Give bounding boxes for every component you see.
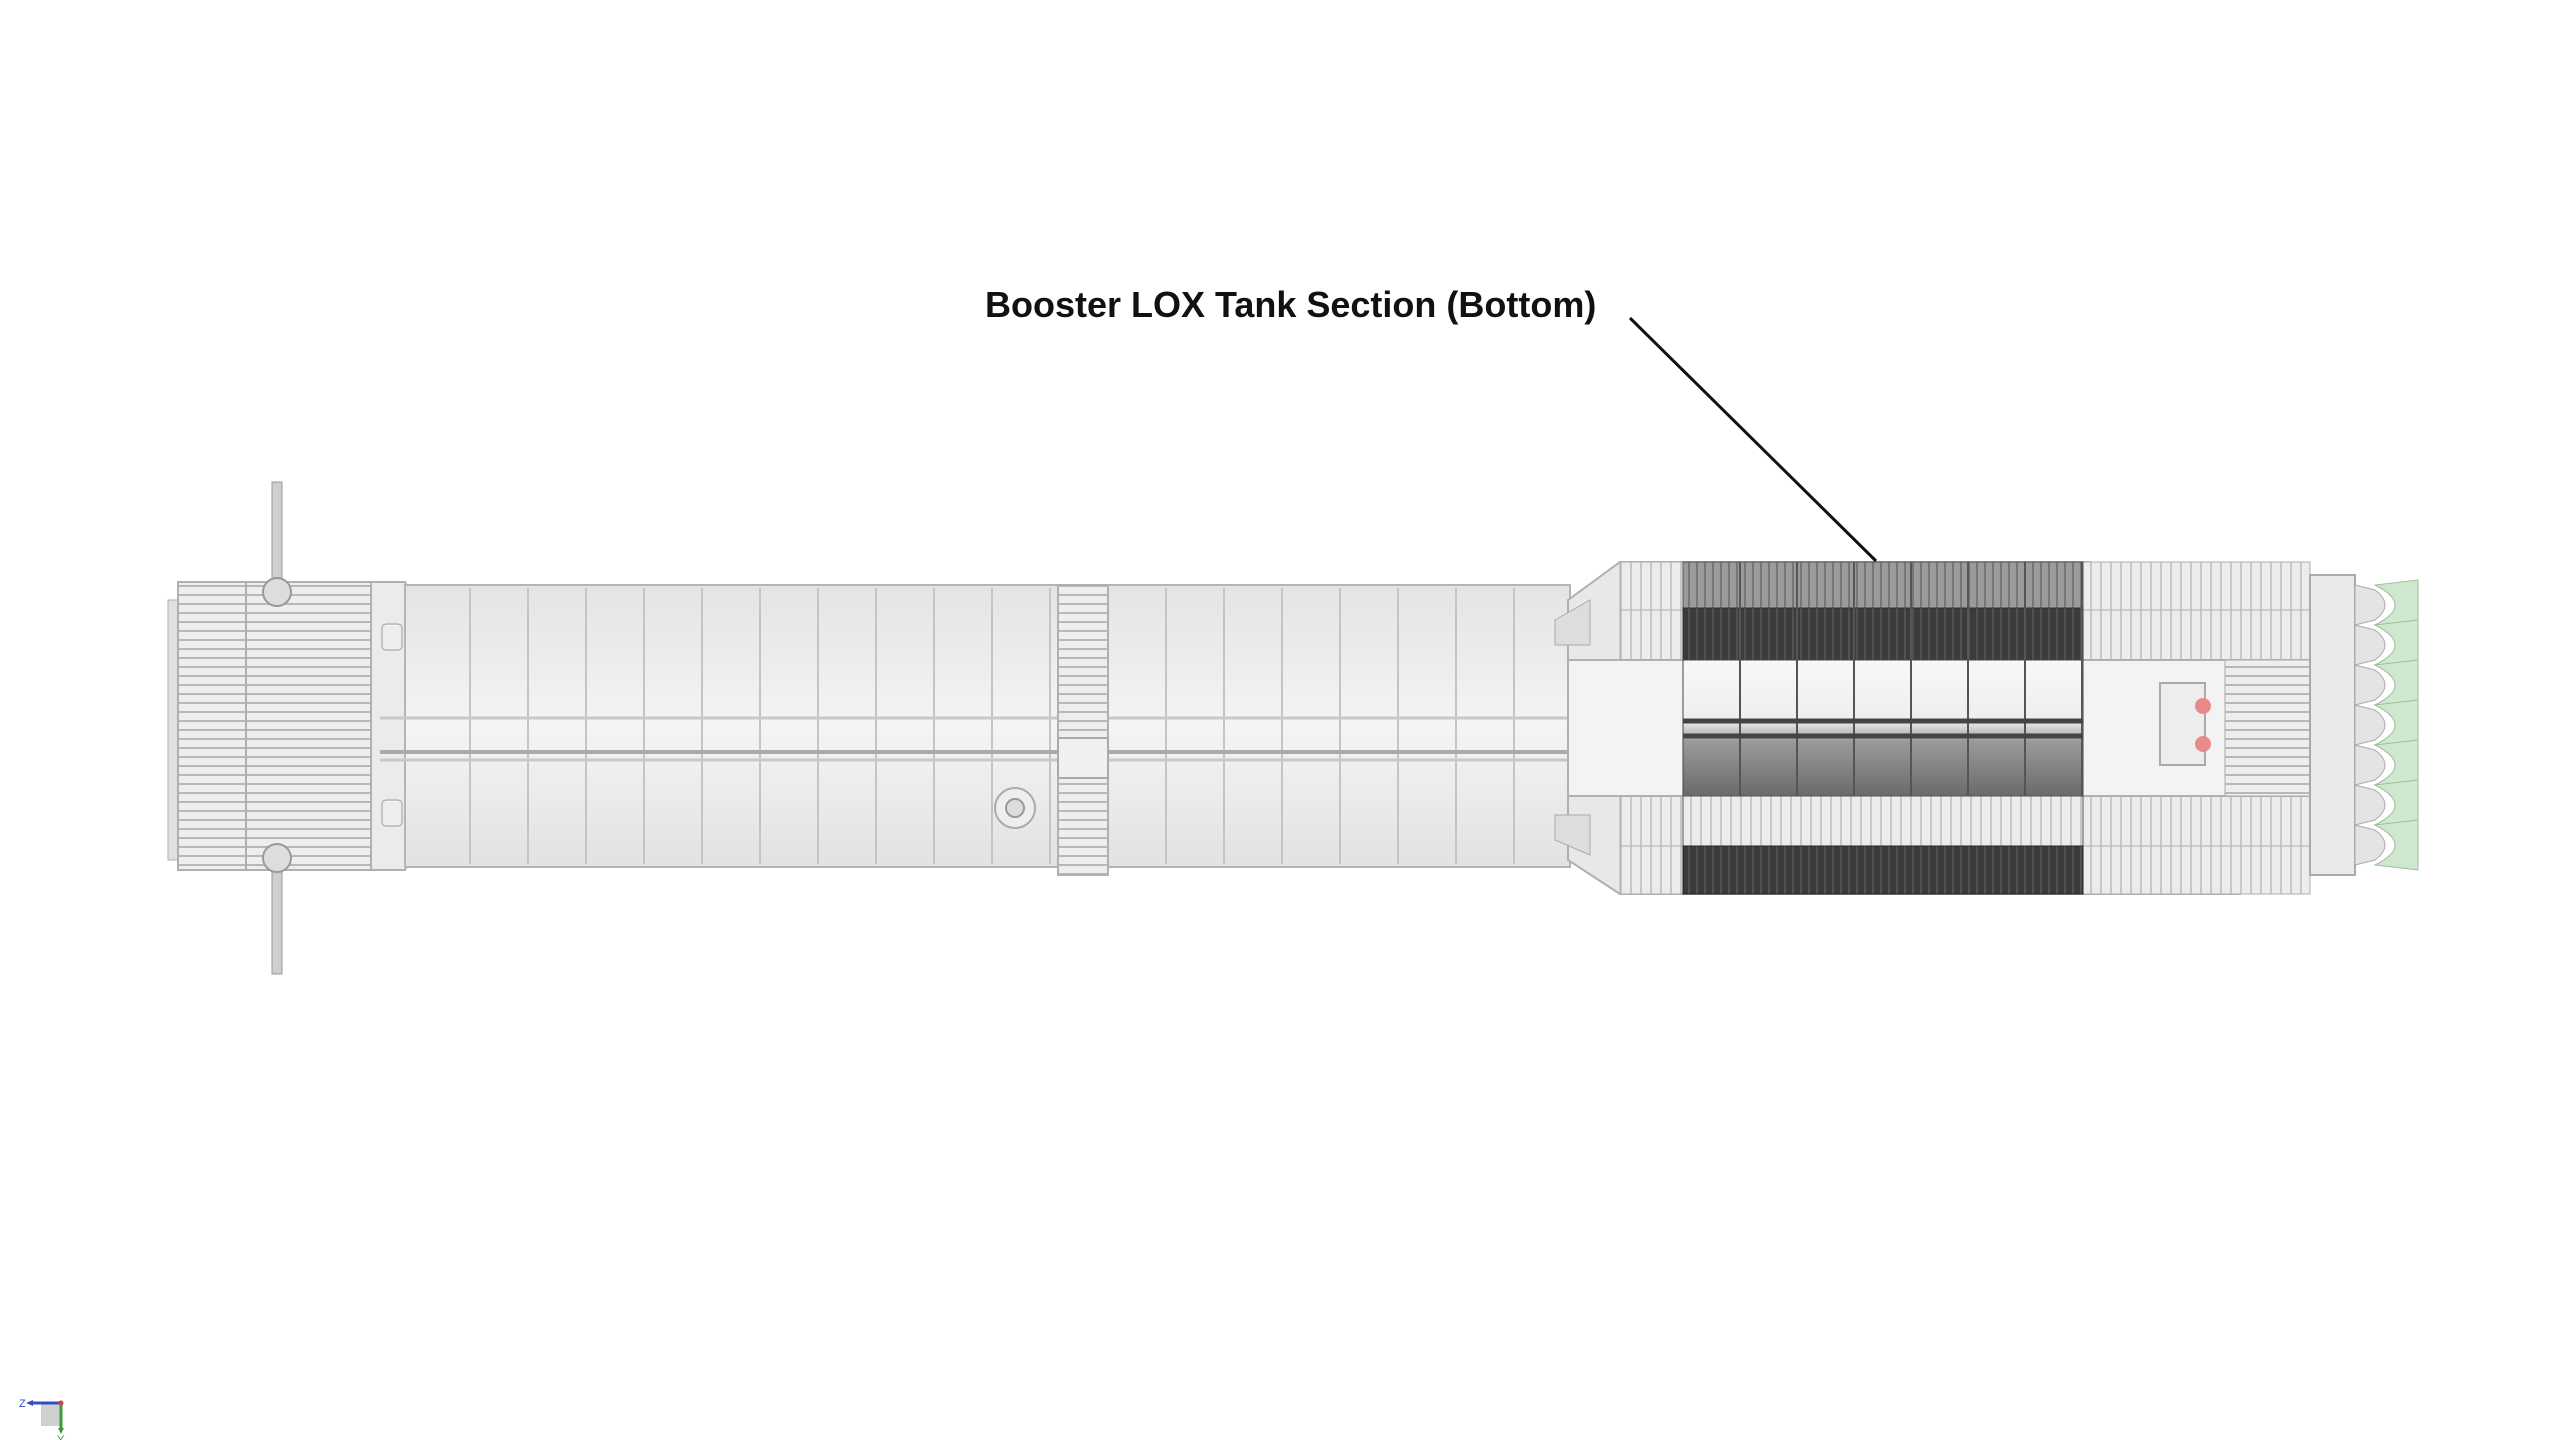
port-icon (2195, 736, 2211, 752)
booster-lox-tank-section-highlight (1682, 561, 2084, 895)
port-icon (2195, 698, 2211, 714)
callout-leader-line (1628, 316, 1878, 563)
z-axis-label: Z (19, 1398, 26, 1410)
axis-triad: Z Y (19, 1398, 65, 1440)
engine-section (2159, 574, 2419, 876)
x-axis-marker (58, 1400, 64, 1406)
forward-adapter (167, 481, 411, 975)
engine-nozzle (2373, 819, 2419, 871)
core-stage-body (380, 584, 1660, 876)
y-axis-label: Y (57, 1434, 65, 1440)
callout-label: Booster LOX Tank Section (Bottom) (985, 284, 1597, 325)
